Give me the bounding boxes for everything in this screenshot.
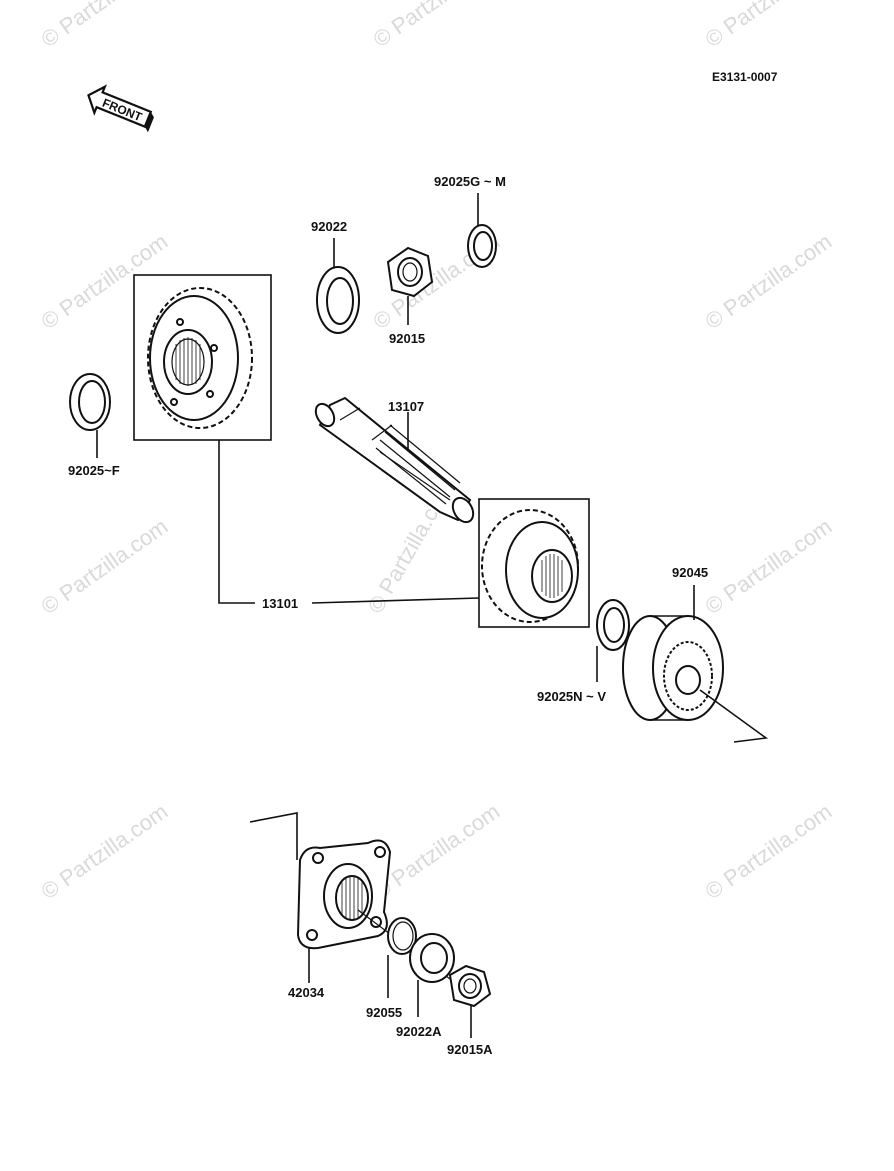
flange-42034 — [249, 812, 463, 989]
watermark: © Partzilla.com — [369, 0, 505, 52]
watermarks: © Partzilla.com © Partzilla.com © Partzi… — [37, 0, 837, 904]
circlip-92055 — [387, 917, 417, 998]
label-92015: 92015 — [389, 331, 425, 346]
watermark: © Partzilla.com — [701, 799, 837, 905]
label-92015A: 92015A — [447, 1042, 493, 1057]
bearing-92045 — [622, 585, 769, 743]
watermark: © Partzilla.com — [37, 0, 173, 52]
watermark: © Partzilla.com — [701, 514, 837, 620]
bevel-gear-large — [133, 274, 272, 441]
label-92022: 92022 — [311, 219, 347, 234]
washer-92025F — [69, 373, 111, 458]
label-92055: 92055 — [366, 1005, 402, 1020]
label-42034: 42034 — [288, 985, 325, 1000]
label-13107: 13107 — [388, 399, 424, 414]
watermark: © Partzilla.com — [701, 229, 837, 335]
watermark: © Partzilla.com — [37, 799, 173, 905]
nut-92015A — [448, 964, 492, 1038]
shaft-13107 — [314, 396, 475, 524]
label-13101: 13101 — [262, 596, 298, 611]
washer-92022 — [316, 238, 360, 334]
washer-92025GM — [467, 193, 497, 268]
watermark: © Partzilla.com — [37, 514, 173, 620]
washer-92025NV — [596, 599, 630, 682]
front-arrow-icon: FRONT — [87, 84, 154, 133]
washer-92022A — [409, 933, 455, 1017]
bevel-gear-small — [478, 498, 590, 628]
label-92022A: 92022A — [396, 1024, 442, 1039]
label-92025F: 92025~F — [68, 463, 120, 478]
label-92025GM: 92025G ~ M — [434, 174, 506, 189]
diagram-code: E3131-0007 — [712, 70, 778, 84]
label-92045: 92045 — [672, 565, 708, 580]
nut-92015 — [386, 246, 434, 325]
watermark: © Partzilla.com — [37, 229, 173, 335]
label-92025NV: 92025N ~ V — [537, 689, 606, 704]
watermark: © Partzilla.com — [701, 0, 837, 52]
